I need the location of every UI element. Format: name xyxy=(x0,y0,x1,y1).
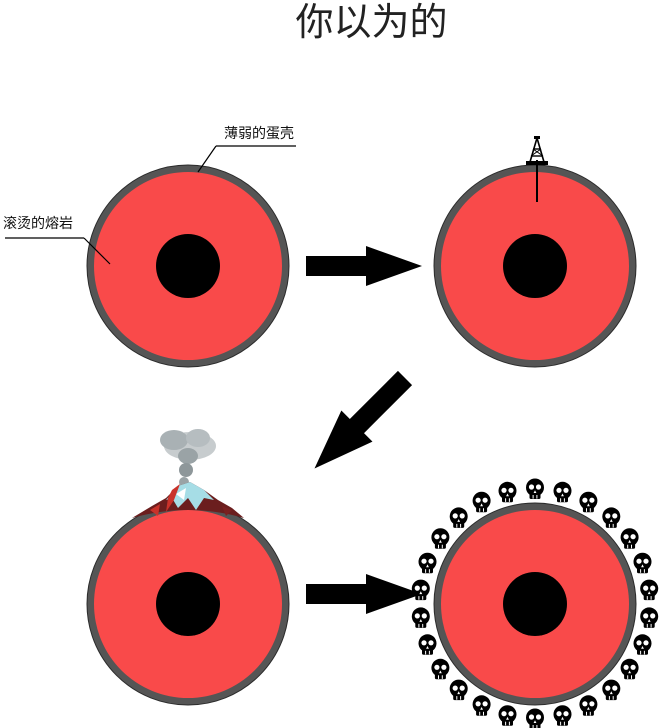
skull-icon xyxy=(498,705,517,726)
earth-2-core xyxy=(503,234,567,298)
skull-icon xyxy=(620,528,639,549)
skull-icon xyxy=(640,607,659,628)
skull-icon xyxy=(418,552,437,574)
skull-icon xyxy=(431,658,450,680)
arrow-diagonal xyxy=(314,370,413,469)
earth-3 xyxy=(86,502,290,706)
earth-3-core xyxy=(156,572,220,636)
earth-4 xyxy=(433,502,637,706)
skull-icon xyxy=(411,607,430,628)
skull-icon xyxy=(633,634,652,655)
skull-icon xyxy=(449,679,468,701)
skull-icon xyxy=(411,579,430,601)
skull-icon xyxy=(526,708,544,728)
label-shell: 薄弱的蛋壳 xyxy=(197,125,296,173)
skull-icon xyxy=(498,481,517,503)
oil-derrick-icon xyxy=(526,136,548,202)
skull-icon xyxy=(633,552,652,574)
skull-icon xyxy=(553,481,572,503)
label-lava: 滚烫的熔岩 xyxy=(3,215,111,265)
skull-icon xyxy=(472,695,491,716)
skull-icon xyxy=(620,658,639,680)
earth-4-core xyxy=(503,572,567,636)
earth-2 xyxy=(433,164,637,368)
skull-icon xyxy=(449,507,468,528)
earth-1-core xyxy=(156,234,220,298)
page-title: 你以为的 xyxy=(295,0,448,44)
skull-icon xyxy=(602,679,621,701)
skull-icon xyxy=(472,491,491,513)
skull-icon xyxy=(640,579,659,601)
skull-icon xyxy=(553,705,572,726)
label-lava-text: 滚烫的熔岩 xyxy=(3,215,73,232)
skull-icon xyxy=(579,491,598,513)
earth-1 xyxy=(86,164,290,368)
volcano-icon xyxy=(132,429,244,518)
arrow-right-1 xyxy=(306,246,422,286)
skull-icon xyxy=(418,634,437,655)
arrow-right-2 xyxy=(306,574,422,614)
skull-icon xyxy=(431,528,450,549)
skull-icon xyxy=(526,478,544,499)
skull-icon xyxy=(602,507,621,528)
label-shell-text: 薄弱的蛋壳 xyxy=(224,125,294,142)
skull-icon xyxy=(579,695,598,716)
